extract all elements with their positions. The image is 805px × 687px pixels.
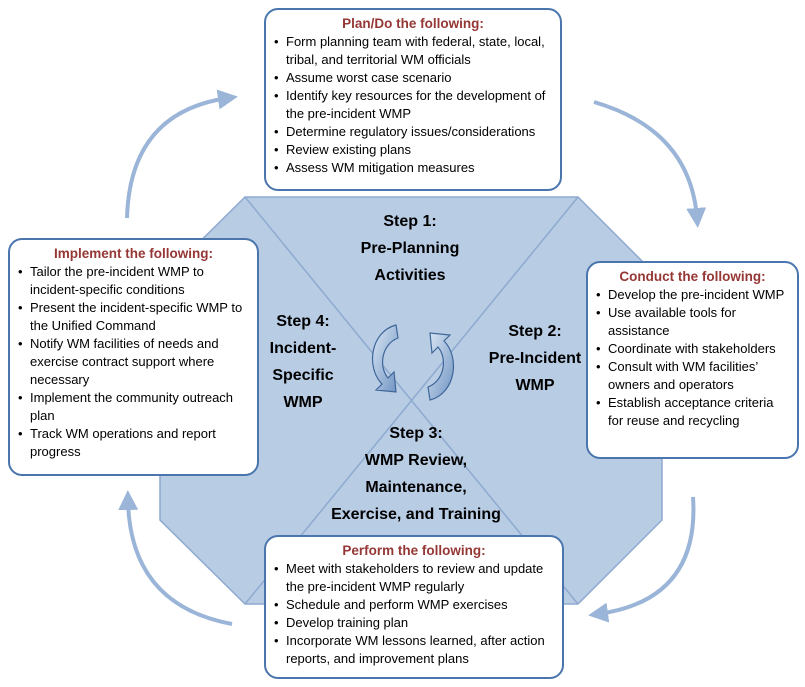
step-4-title-line1: Incident- bbox=[269, 340, 337, 357]
implement-box-title: Implement the following: bbox=[54, 246, 213, 261]
implement-list: Tailor the pre-incident WMP to incident-… bbox=[18, 263, 249, 461]
cycle-arrow-bottom-right bbox=[588, 496, 696, 623]
step-2-title-line2: WMP bbox=[515, 377, 555, 394]
step-1-title-line2: Activities bbox=[374, 267, 446, 284]
step-4-number: Step 4: bbox=[276, 313, 330, 330]
step-1-title-line1: Pre-Planning bbox=[360, 240, 460, 257]
step-1-number: Step 1: bbox=[383, 213, 437, 230]
perform-item: Develop training plan bbox=[274, 614, 554, 632]
perform-item: Meet with stakeholders to review and upd… bbox=[274, 560, 554, 596]
step-3-number: Step 3: bbox=[389, 425, 443, 442]
step-2-title-line1: Pre-Incident bbox=[488, 350, 582, 367]
conduct-box: Conduct the following: Develop the pre-i… bbox=[586, 261, 799, 459]
conduct-item: Coordinate with stakeholders bbox=[596, 340, 789, 358]
step-2-label: Step 2: Pre-Incident WMP bbox=[470, 318, 600, 399]
circular-arrows-icon bbox=[371, 324, 455, 401]
step-4-title-line2: Specific bbox=[272, 367, 334, 384]
implement-item: Tailor the pre-incident WMP to incident-… bbox=[18, 263, 249, 299]
implement-item: Notify WM facilities of needs and exerci… bbox=[18, 335, 249, 389]
perform-item: Schedule and perform WMP exercises bbox=[274, 596, 554, 614]
implement-item: Present the incident-specific WMP to the… bbox=[18, 299, 249, 335]
step-3-title-line2: Maintenance, bbox=[365, 479, 467, 496]
plan-item: Identify key resources for the developme… bbox=[274, 87, 552, 123]
conduct-item: Use available tools for assistance bbox=[596, 304, 789, 340]
perform-box-title: Perform the following: bbox=[342, 543, 486, 558]
step-3-title-line3: Exercise, and Training bbox=[331, 506, 501, 523]
plan-box-title: Plan/Do the following: bbox=[342, 16, 484, 31]
implement-box: Implement the following: Tailor the pre-… bbox=[8, 238, 259, 476]
step-4-label: Step 4: Incident- Specific WMP bbox=[248, 308, 358, 416]
step-3-title-line1: WMP Review, bbox=[364, 452, 468, 469]
plan-list: Form planning team with federal, state, … bbox=[274, 33, 552, 177]
plan-item: Form planning team with federal, state, … bbox=[274, 33, 552, 69]
step-3-label: Step 3: WMP Review, Maintenance, Exercis… bbox=[306, 420, 526, 528]
cycle-arrow-top-right bbox=[593, 100, 707, 228]
plan-item: Assess WM mitigation measures bbox=[274, 159, 552, 177]
perform-box: Perform the following: Meet with stakeho… bbox=[264, 535, 564, 679]
perform-item: Incorporate WM lessons learned, after ac… bbox=[274, 632, 554, 668]
step-2-number: Step 2: bbox=[508, 323, 562, 340]
plan-item: Determine regulatory issues/consideratio… bbox=[274, 123, 552, 141]
implement-item: Track WM operations and report progress bbox=[18, 425, 249, 461]
plan-item: Assume worst case scenario bbox=[274, 69, 552, 87]
conduct-item: Establish acceptance criteria for reuse … bbox=[596, 394, 789, 430]
cycle-arrow-bottom-left bbox=[118, 490, 233, 626]
cycle-arrow-top-left bbox=[125, 89, 238, 219]
step-1-label: Step 1: Pre-Planning Activities bbox=[335, 208, 485, 289]
step-4-title-line3: WMP bbox=[283, 394, 323, 411]
plan-item: Review existing plans bbox=[274, 141, 552, 159]
perform-list: Meet with stakeholders to review and upd… bbox=[274, 560, 554, 668]
implement-item: Implement the community outreach plan bbox=[18, 389, 249, 425]
conduct-box-title: Conduct the following: bbox=[619, 269, 766, 284]
conduct-list: Develop the pre-incident WMP Use availab… bbox=[596, 286, 789, 430]
conduct-item: Consult with WM facilities’ owners and o… bbox=[596, 358, 789, 394]
plan-box: Plan/Do the following: Form planning tea… bbox=[264, 8, 562, 191]
conduct-item: Develop the pre-incident WMP bbox=[596, 286, 789, 304]
